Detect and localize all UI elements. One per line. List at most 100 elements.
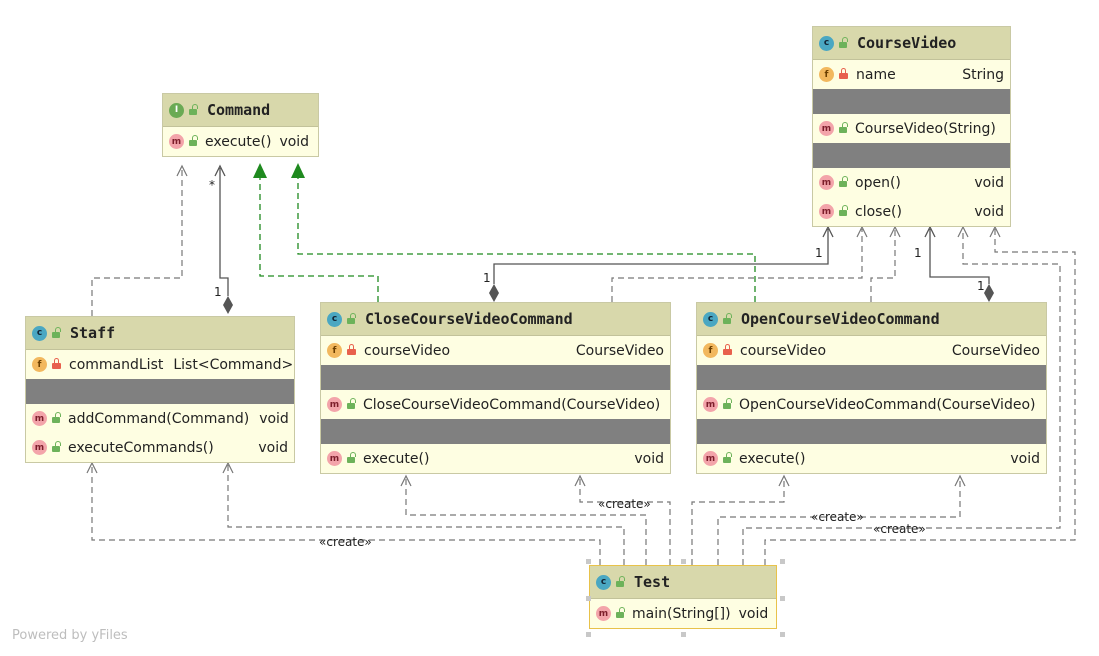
method-icon: m xyxy=(327,397,342,412)
class-icon: c xyxy=(703,311,718,327)
interface-icon: I xyxy=(169,102,184,118)
method-type: void xyxy=(738,605,769,622)
class-name: CloseCourseVideoCommand xyxy=(365,310,573,328)
selection-handle[interactable] xyxy=(586,632,591,637)
constructor-name: CloseCourseVideoCommand(CourseVideo) xyxy=(363,396,661,413)
method-type: void xyxy=(1010,450,1040,467)
method-row[interactable]: m open() void xyxy=(813,168,1010,197)
field-icon: f xyxy=(32,357,47,372)
class-coursevideo[interactable]: c CourseVideo f name String m CourseVide… xyxy=(812,26,1011,227)
runnable-class-icon: c xyxy=(596,574,611,590)
class-staff[interactable]: c Staff f commandList List<Command> m ad… xyxy=(25,316,295,463)
field-row[interactable]: f commandList List<Command> xyxy=(26,350,294,379)
public-icon xyxy=(51,412,61,423)
class-header: c CloseCourseVideoCommand xyxy=(321,303,670,336)
powered-by-watermark: Powered by yFiles xyxy=(12,628,128,643)
method-icon: m xyxy=(327,451,342,466)
method-type: void xyxy=(974,203,1004,220)
field-name: courseVideo xyxy=(740,342,827,359)
section-divider xyxy=(697,365,1046,390)
method-row[interactable]: m execute() void xyxy=(321,444,670,473)
class-name: Test xyxy=(634,573,671,591)
edge-close-coursevideo-dependency xyxy=(611,225,868,302)
selection-handle[interactable] xyxy=(780,632,785,637)
create-label-open: «create» xyxy=(811,510,864,524)
method-icon: m xyxy=(32,440,47,455)
class-closecoursevideocommand[interactable]: c CloseCourseVideoCommand f courseVideo … xyxy=(320,302,671,474)
method-row[interactable]: m executeCommands() void xyxy=(26,433,294,462)
create-label-close: «create» xyxy=(598,497,651,511)
method-row[interactable]: m close() void xyxy=(813,197,1010,226)
public-icon xyxy=(51,441,61,452)
field-icon: f xyxy=(327,343,342,358)
method-icon: m xyxy=(703,451,718,466)
class-header: c CourseVideo xyxy=(813,27,1010,60)
constructor-name: OpenCourseVideoCommand(CourseVideo) xyxy=(739,396,1036,413)
field-row[interactable]: f courseVideo CourseVideo xyxy=(697,336,1046,365)
class-header: c Test xyxy=(590,566,776,599)
selection-handle[interactable] xyxy=(681,559,686,564)
method-name: execute() xyxy=(205,133,272,150)
method-type: void xyxy=(259,410,289,427)
selection-handle[interactable] xyxy=(780,596,785,601)
create-label-coursevideo: «create» xyxy=(873,522,926,536)
method-type: void xyxy=(974,174,1004,191)
constructor-row[interactable]: m CourseVideo(String) xyxy=(813,114,1010,143)
edge-test-staff-create xyxy=(86,461,625,565)
selection-handle[interactable] xyxy=(780,559,785,564)
class-opencoursevideocommand[interactable]: c OpenCourseVideoCommand f courseVideo C… xyxy=(696,302,1047,474)
class-header: c Staff xyxy=(26,317,294,350)
method-name: execute() xyxy=(739,450,806,467)
private-icon xyxy=(839,68,848,79)
field-icon: f xyxy=(819,67,834,82)
class-name: CourseVideo xyxy=(857,34,957,52)
method-type: void xyxy=(279,133,310,150)
constructor-row[interactable]: m CloseCourseVideoCommand(CourseVideo) xyxy=(321,390,670,419)
field-type: CourseVideo xyxy=(951,342,1040,359)
selection-handle[interactable] xyxy=(586,596,591,601)
edge-open-coursevideo-association xyxy=(924,225,994,302)
edge-test-open-create xyxy=(691,474,966,565)
field-row[interactable]: f name String xyxy=(813,60,1010,89)
field-name: name xyxy=(856,66,896,83)
class-test[interactable]: c Test m main(String[]) void xyxy=(589,565,777,629)
method-type: void xyxy=(258,439,288,456)
class-header: c OpenCourseVideoCommand xyxy=(697,303,1046,336)
method-row[interactable]: m execute() void xyxy=(697,444,1046,473)
selection-handle[interactable] xyxy=(681,632,686,637)
method-name: main(String[]) xyxy=(632,605,731,622)
public-icon xyxy=(722,312,732,324)
method-icon: m xyxy=(819,175,834,190)
constructor-row[interactable]: m OpenCourseVideoCommand(CourseVideo) xyxy=(697,390,1046,419)
edge-staff-command-dependency xyxy=(91,164,188,316)
class-command[interactable]: I Command m execute() void xyxy=(162,93,319,157)
private-icon xyxy=(347,344,356,355)
edge-open-coursevideo-dependency xyxy=(870,225,901,302)
class-name: OpenCourseVideoCommand xyxy=(741,310,940,328)
public-icon xyxy=(838,36,848,48)
method-row[interactable]: m execute() void xyxy=(163,127,318,156)
edge-close-realizes-command xyxy=(253,163,379,302)
method-row[interactable]: m addCommand(Command) void xyxy=(26,404,294,433)
multiplicity-star: * xyxy=(209,178,215,192)
public-icon xyxy=(51,326,61,338)
class-icon: c xyxy=(32,325,47,341)
field-row[interactable]: f courseVideo CourseVideo xyxy=(321,336,670,365)
method-icon: m xyxy=(703,397,718,412)
public-icon xyxy=(615,607,625,618)
method-row[interactable]: m main(String[]) void xyxy=(590,599,776,628)
method-name: open() xyxy=(855,174,901,191)
edge-open-realizes-command xyxy=(291,163,756,302)
selection-handle[interactable] xyxy=(586,559,591,564)
method-name: executeCommands() xyxy=(68,439,214,456)
edge-test-coursevideo-create xyxy=(742,225,1076,565)
private-icon xyxy=(52,358,61,369)
edge-test-close-create xyxy=(400,474,671,565)
field-name: commandList xyxy=(69,356,164,373)
method-name: close() xyxy=(855,203,902,220)
section-divider xyxy=(321,419,670,444)
class-name: Staff xyxy=(70,324,116,342)
class-header: I Command xyxy=(163,94,318,127)
create-label-staff: «create» xyxy=(319,535,372,549)
